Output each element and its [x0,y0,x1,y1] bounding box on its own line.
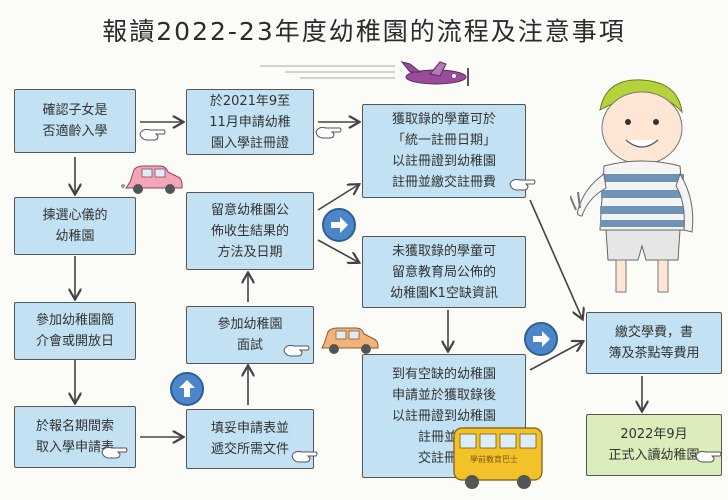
bus-label: 學前教育巴士 [470,455,518,464]
step-watch-admission-results: 留意幼稚園公 佈收生結果的 方法及日期 [186,192,314,270]
pointing-hand-icon [315,127,342,139]
step-apply-registration-certificate: 於2021年9至 11月申請幼稚 園入學註冊證 [186,89,314,155]
step-enter-kindergarten: 2022年9月 正式入讀幼稚園 [586,414,722,476]
page-title: 報讀2022-23年度幼稚園的流程及注意事項 [102,17,626,46]
step-check-age: 確認子女是 否適齡入學 [14,89,136,153]
step-pay-fees: 繳交學費，書 簿及茶點等費用 [586,312,722,374]
step-not-admitted-vacancies: 未獲取錄的學童可 留意教育局公佈的 幼稚園K1空缺資訊 [362,236,526,308]
pointing-hand-icon [291,451,318,463]
arrow-right-circle-icon [524,322,558,356]
arrow-up-circle-icon [170,372,204,406]
pointing-hand-icon [101,447,128,459]
boy-character-icon [570,79,694,293]
pink-car-icon [121,165,183,194]
pointing-hand-icon [509,179,536,191]
step-attend-open-day: 參加幼稚園簡 介會或開放日 [14,302,136,360]
step-choose-kindergarten: 揀選心儀的 幼稚園 [14,197,136,255]
airplane-icon [400,61,469,86]
arrow-right-circle-icon [322,208,356,242]
school-bus-icon [453,427,543,489]
orange-car-icon [321,327,379,354]
pointing-hand-icon [139,129,166,141]
pointing-hand-icon [283,345,310,357]
step-admitted-register: 獲取錄的學童可於 「統一註冊日期」 以註冊證到幼稚園 註冊並繳交註冊費 [362,104,526,198]
pointing-hand-icon [695,451,722,463]
